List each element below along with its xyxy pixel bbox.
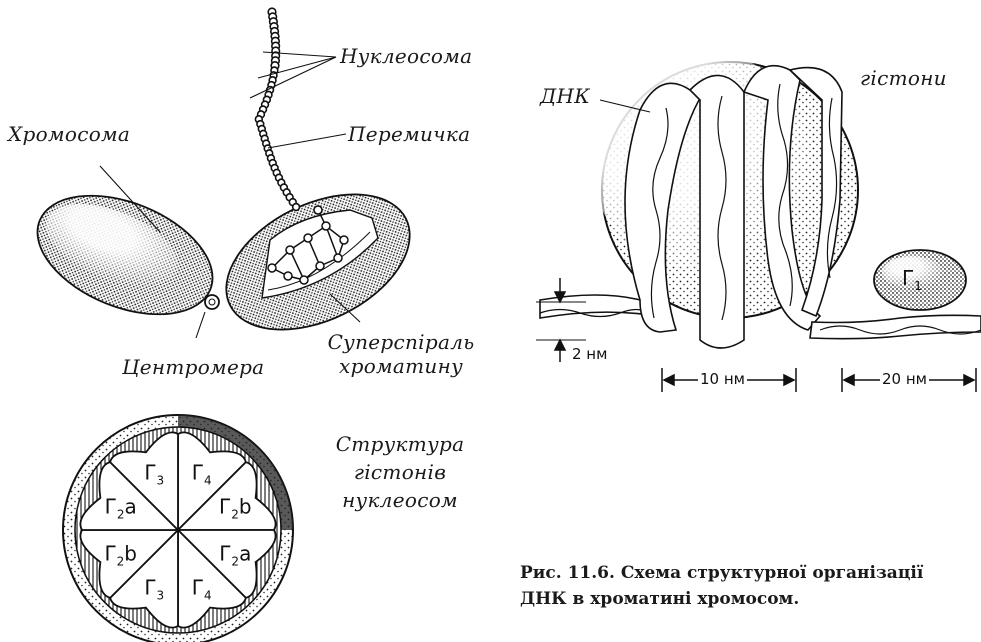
histone-octamer xyxy=(63,415,293,642)
label-chromosome: Хромосома xyxy=(8,122,130,146)
measure-core-width: 10 нм xyxy=(698,370,747,388)
label-supercoil: Суперспіраль хроматину xyxy=(316,330,486,378)
chromosome-left-arm xyxy=(20,172,230,337)
label-centromere: Центромера xyxy=(122,355,264,379)
measure-h1-width: 20 нм xyxy=(880,370,929,388)
label-histones: гістони xyxy=(860,66,947,90)
label-h1: Г1 xyxy=(902,266,922,293)
label-histone-structure: Структура гістонів нуклеосом xyxy=(330,430,470,514)
centromere-dot xyxy=(205,295,219,309)
label-dna: ДНК xyxy=(540,84,590,108)
histone-petals xyxy=(80,432,275,627)
nucleosome-chain xyxy=(255,8,299,210)
label-nucleosome: Нуклеосома xyxy=(340,44,472,68)
label-linker: Перемичка xyxy=(348,122,470,146)
measure-dna-width: 2 нм xyxy=(570,345,609,363)
nucleosome-bead xyxy=(293,204,300,211)
figure-caption: Рис. 11.6. Схема структурної організації… xyxy=(520,560,923,612)
